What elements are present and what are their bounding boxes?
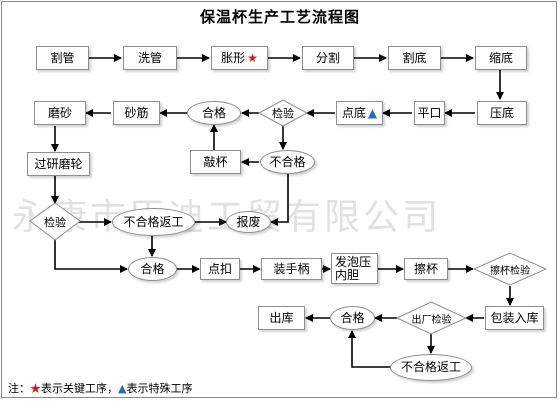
label: 合格 <box>201 105 226 120</box>
step-grind-wheel: 过研磨轮 <box>27 152 90 176</box>
wipe-inspect-label: 擦杯检验 <box>490 265 530 277</box>
fail-1: 不合格 <box>260 150 315 174</box>
label: 胀形 <box>221 50 246 65</box>
step-cut-tube: 割管 <box>36 46 89 70</box>
pass-1: 合格 <box>187 101 241 125</box>
arrow-fail-to-scrap <box>270 174 289 226</box>
label: 分割 <box>315 50 340 65</box>
label-line2: 内胆 <box>335 267 360 282</box>
special-process-triangle-icon: ▲ <box>367 105 378 120</box>
step-press-bottom: 压底 <box>477 101 527 125</box>
label: 磨砂 <box>47 105 72 120</box>
label: 平口 <box>417 105 442 120</box>
label: 洗管 <box>137 50 162 65</box>
diamond-inspect-2 <box>29 202 81 241</box>
step-sand-rib: 砂筋 <box>113 101 160 125</box>
label: 压底 <box>489 105 514 120</box>
step-flat-mouth: 平口 <box>414 101 445 125</box>
arrow-inspect2-to-pass2 <box>54 240 128 273</box>
arrow-rework2-to-pass3 <box>348 330 392 368</box>
step-spot-weld-bottom: 点底▲ <box>336 101 383 125</box>
scrap: 报废 <box>226 211 271 233</box>
step-handle: 装手柄 <box>261 258 322 280</box>
step-knock-cup: 敲杯 <box>190 150 241 174</box>
legend-triangle-icon: ▲ <box>118 382 127 395</box>
label: 装手柄 <box>273 261 310 276</box>
diamond-wipe-inspect <box>472 252 548 286</box>
label: 包装入库 <box>490 310 539 325</box>
label: 报废 <box>236 214 261 229</box>
fail-rework-2: 不合格返工 <box>390 354 472 381</box>
diamond-inspect-1 <box>257 99 309 127</box>
pass-2: 合格 <box>128 257 177 281</box>
legend-special-text: 表示特殊工序 <box>126 382 193 395</box>
label-line1: 发泡压 <box>335 254 372 269</box>
label: 点底 <box>341 105 366 120</box>
label: 合格 <box>340 310 365 325</box>
step-wash-tube: 洗管 <box>123 46 177 70</box>
inspect-1-label: 检验 <box>272 107 294 120</box>
label: 不合格返工 <box>400 360 461 374</box>
pass-3: 合格 <box>330 306 375 330</box>
step-shrink-bottom: 缩底 <box>475 46 527 70</box>
legend-note: 注：★表示关键工序，▲表示特殊工序 <box>8 380 192 396</box>
label: 不合格返工 <box>123 214 184 229</box>
label: 砂筋 <box>124 105 149 120</box>
diagram-title: 保温杯生产工艺流程图 <box>199 8 360 26</box>
step-spot-buckle: 点扣 <box>200 258 240 280</box>
label: 不合格 <box>269 154 306 169</box>
label: 缩底 <box>488 50 513 65</box>
label: 合格 <box>140 261 165 276</box>
legend-key-text: 表示关键工序， <box>41 382 118 395</box>
label: 过研磨轮 <box>34 156 83 171</box>
step-wipe-cup: 擦杯 <box>404 258 448 280</box>
step-pack-store: 包装入库 <box>485 306 544 330</box>
step-cut-bottom: 割底 <box>388 46 441 70</box>
step-grind-sand: 磨砂 <box>34 101 86 125</box>
step-split: 分割 <box>302 46 354 70</box>
label: 敲杯 <box>203 154 228 169</box>
step-bulge: 胀形★ <box>211 46 268 70</box>
fail-rework-1: 不合格返工 <box>112 208 195 236</box>
watermark: 永康市臣迪工贸有限公司 <box>12 188 441 240</box>
diamond-factory-inspect <box>395 301 468 335</box>
label: 擦杯 <box>413 261 438 276</box>
label: 出库 <box>269 310 294 325</box>
legend-star-icon: ★ <box>30 382 41 395</box>
legend-prefix: 注： <box>8 382 30 395</box>
factory-inspect-label: 出厂检验 <box>411 314 452 326</box>
step-out-store: 出库 <box>258 306 305 330</box>
key-process-star-icon: ★ <box>247 50 258 65</box>
label: 点扣 <box>207 261 232 276</box>
inspect-2-label: 检验 <box>44 216 66 229</box>
label: 割底 <box>402 50 427 65</box>
step-foam-press-liner: 发泡压内胆 <box>331 253 378 284</box>
label: 割管 <box>50 50 75 65</box>
